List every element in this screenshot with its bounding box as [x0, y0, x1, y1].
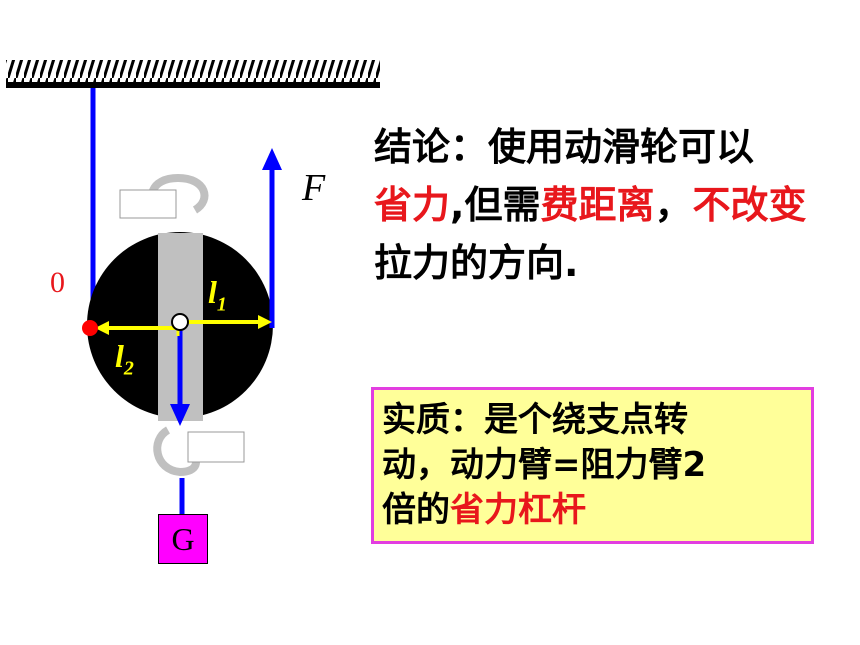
save-effort-highlight: 省力: [374, 183, 451, 227]
force-label: F: [302, 167, 326, 209]
pivot-label: 0: [50, 266, 65, 299]
conclusion-text: 结论：使用动滑轮可以省力,但需费距离，不改变拉力的方向.: [374, 125, 807, 285]
axle: [171, 313, 189, 331]
essence-box: 实质：是个绕支点转 动，动力臂=阻力臂2 倍的省力杠杆: [371, 387, 814, 544]
upper-tag: [119, 189, 177, 219]
weight-block: G: [158, 514, 208, 564]
pivot-dot: [82, 320, 98, 336]
no-direction-change-highlight: 不改变: [692, 183, 807, 227]
lever-type-highlight: 省力杠杆: [450, 490, 586, 530]
weight-arrow-icon: [170, 404, 190, 426]
arm-l2-label: l2: [115, 338, 134, 380]
ceiling: [6, 60, 380, 88]
pull-arrow-icon: [262, 148, 282, 170]
weight-label: G: [171, 520, 195, 557]
arm-l1-label: l1: [208, 274, 227, 316]
essence-line-3: 倍的省力杠杆: [382, 490, 586, 530]
essence-line-1: 实质：是个绕支点转: [382, 400, 688, 440]
arm-l1: [182, 315, 272, 329]
essence-line-2: 动，动力臂=阻力臂2: [382, 445, 707, 485]
lower-tag: [187, 431, 245, 463]
cost-distance-highlight: 费距离: [540, 183, 655, 227]
